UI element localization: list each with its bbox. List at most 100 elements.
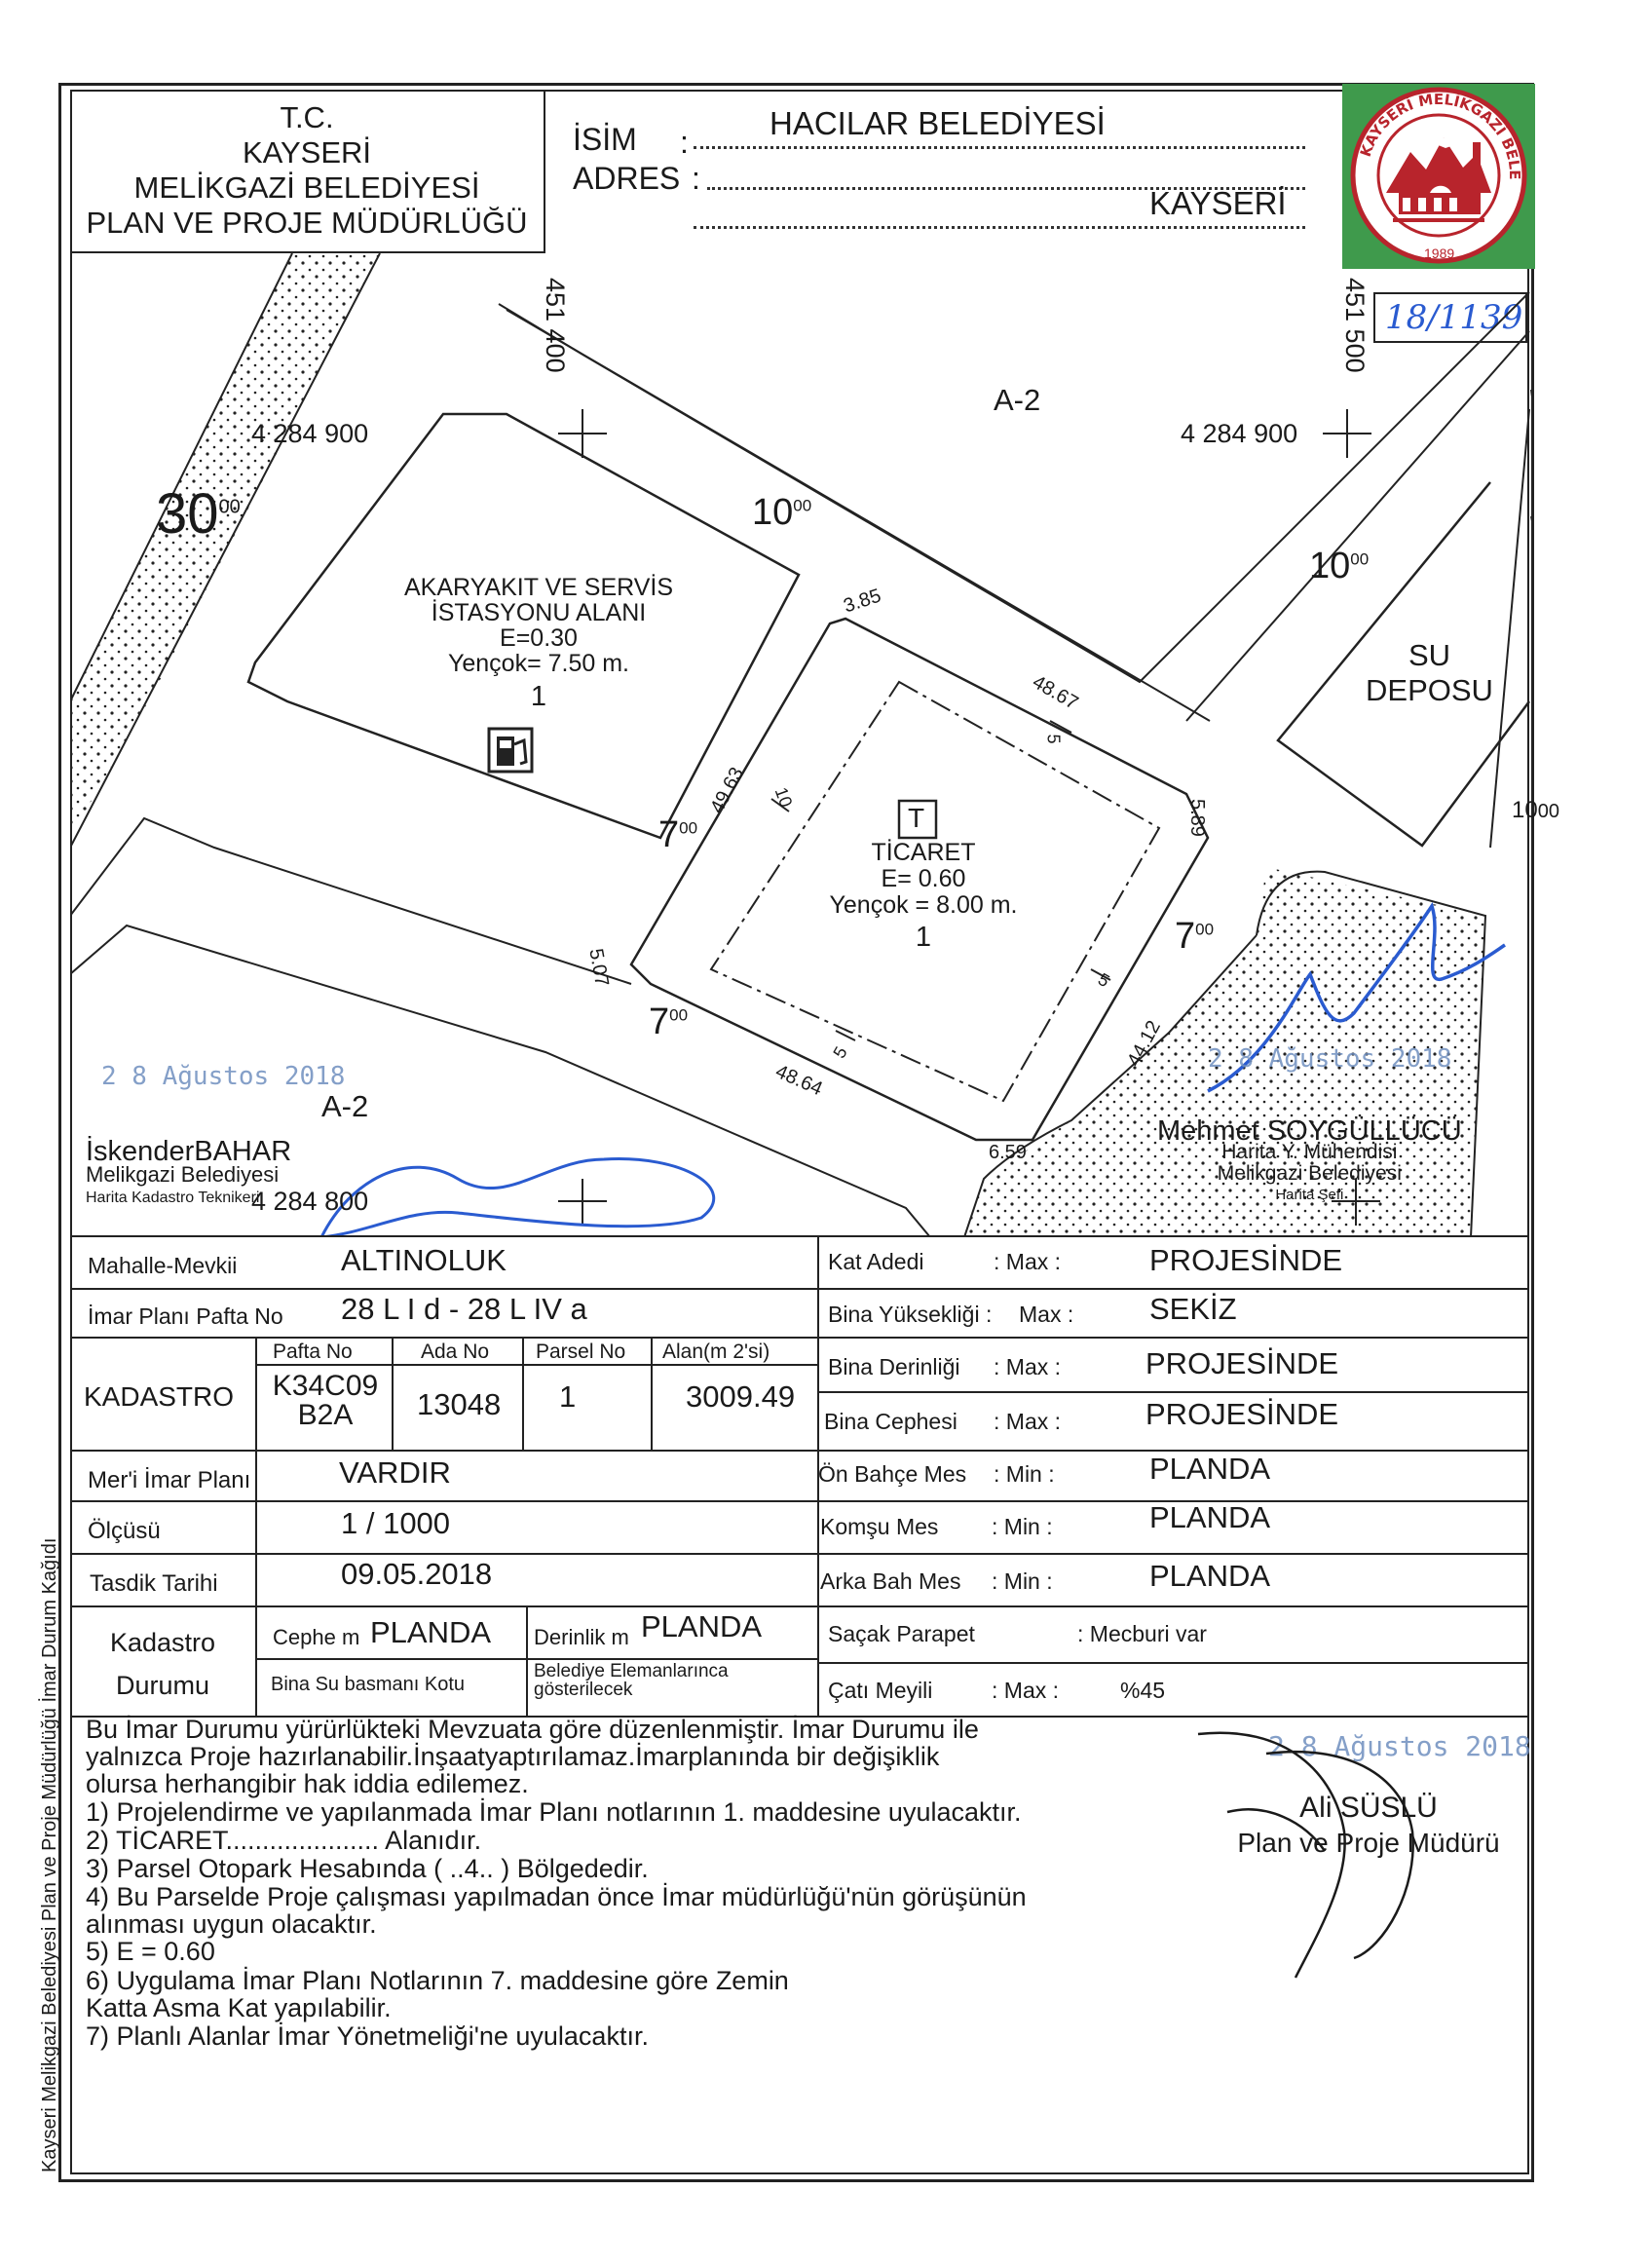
komsu-label: Komşu Mes	[820, 1514, 939, 1539]
arka-bahce-label: Arka Bah Mes	[820, 1568, 961, 1594]
cati-label: Çatı Meyili	[828, 1678, 933, 1703]
kat-adedi-qual: : Max :	[994, 1249, 1062, 1274]
pafta-label: İmar Planı Pafta No	[88, 1303, 283, 1329]
meri-value: VARDIR	[339, 1455, 451, 1490]
col-parsel: Parsel No	[536, 1341, 626, 1363]
note-line: 6) Uygulama İmar Planı Notlarının 7. mad…	[86, 1966, 789, 1995]
sacak-qual: : Mecburi var	[1077, 1621, 1207, 1646]
reference-number: 18/1139	[1385, 298, 1523, 337]
right-signer-title: Harita Y. Mühendisi	[1221, 1141, 1398, 1163]
ticaret-parcel-no: 1	[915, 922, 932, 953]
coord-right-4284900: 4 284 900	[1181, 419, 1298, 448]
isim-value: HACILAR BELEDİYESİ	[770, 105, 1106, 141]
kat-adedi-label: Kat Adedi	[828, 1249, 924, 1274]
coord-451500: 451 500	[1340, 278, 1370, 373]
mahalle-value: ALTINOLUK	[341, 1243, 507, 1277]
bina-derinligi-qual: : Max :	[994, 1354, 1062, 1379]
bina-cephesi-label: Bina Cephesi	[824, 1409, 957, 1434]
mahalle-label: Mahalle-Mevkii	[88, 1253, 238, 1278]
note-line: 1) Projelendirme ve yapılanmada İmar Pla…	[86, 1797, 1022, 1827]
kad-durum-1: Kadastro	[109, 1628, 216, 1657]
road-width-10a: 1000	[752, 492, 812, 533]
municipality-seal: KAYSERİ MELİKGAZİ BELEDİYESİ 1989	[1336, 69, 1535, 269]
note-line: Bu İmar Durumu yürürlükteki Mevzuata gör…	[86, 1715, 979, 1744]
ticaret-label: TİCARET E= 0.60 Yençok = 8.00 m. 1	[787, 840, 1060, 953]
road-width-7c: 700	[649, 1001, 689, 1042]
date-stamp-left: 2 8 Ağustos 2018	[101, 1062, 346, 1091]
bina-derinligi-value: PROJESİNDE	[1145, 1346, 1339, 1380]
bel-line-1: Belediye Elemanlarınca	[534, 1661, 729, 1681]
sacak-label: Saçak Parapet	[828, 1621, 975, 1646]
coord-left-4284900: 4 284 900	[251, 419, 369, 448]
left-signature	[319, 1157, 716, 1239]
org-line: PLAN VE PROJE MÜDÜRLÜĞÜ	[86, 206, 528, 240]
right-signer-name: Mehmet SOYGÜLLÜCÜ	[1157, 1115, 1462, 1147]
road-30-hatch	[70, 253, 380, 838]
komsu-value: PLANDA	[1149, 1500, 1271, 1534]
fuel-pump-icon	[487, 727, 534, 774]
bina-yuksekligi-qual: Max :	[1019, 1302, 1074, 1327]
adres-value: KAYSERİ	[1149, 185, 1287, 221]
su-deposu-parcel	[1276, 481, 1531, 848]
subasman-label: Bina Su basmanı Kotu	[271, 1674, 466, 1695]
col-alan: Alan(m 2'si)	[662, 1341, 770, 1363]
road-width-7b: 700	[1175, 916, 1215, 957]
dim-6-59: 6.59	[989, 1142, 1027, 1163]
fuel-line: E=0.30	[500, 624, 578, 652]
seal-year: 1989	[1424, 245, 1455, 261]
left-signer-name: İskenderBAHAR	[86, 1136, 292, 1167]
page-frame-inner	[70, 90, 1529, 2174]
zoning-table	[70, 1235, 1529, 1718]
fuel-line: İSTASYONU ALANI	[431, 599, 647, 626]
kad-durum-2: Durumu	[115, 1671, 210, 1700]
note-line: alınması uygun olacaktır.	[86, 1909, 377, 1939]
date-stamp-mid: 2 8 Ağustos 2018	[1208, 1044, 1452, 1074]
right-signer-role: Harita Şefi	[1275, 1187, 1344, 1203]
fuel-parcel-no: 1	[530, 681, 547, 712]
bina-derinligi-label: Bina Derinliği	[828, 1354, 960, 1379]
page-frame-outer	[58, 83, 1534, 2182]
col-pafta: Pafta No	[273, 1341, 353, 1363]
header-organization: T.C. KAYSERİ MELİKGAZİ BELEDİYESİ PLAN V…	[70, 90, 545, 253]
right-signer: Mehmet SOYGÜLLÜCÜ Harita Y. Mühendisi Me…	[1157, 1115, 1462, 1206]
arka-bahce-qual: : Min :	[992, 1568, 1053, 1594]
org-line: MELİKGAZİ BELEDİYESİ	[133, 170, 480, 205]
note-line: 7) Planlı Alanlar İmar Yönetmeliği'ne uy…	[86, 2021, 649, 2051]
side-caption: Kayseri Melikgazi Belediyesi Plan ve Pro…	[39, 1537, 60, 2172]
bel-line-2: gösterilecek	[534, 1680, 633, 1700]
isim-colon: :	[680, 125, 689, 160]
left-signer: İskenderBAHAR Melikgazi Belediyesi Harit…	[86, 1136, 292, 1210]
adres-dotline-2	[694, 226, 1305, 229]
komsu-qual: : Min :	[992, 1514, 1053, 1539]
val-parsel: 1	[559, 1379, 577, 1414]
val-alan: 3009.49	[686, 1379, 796, 1414]
col-ada: Ada No	[421, 1341, 490, 1363]
fuel-station-parcel	[246, 412, 801, 840]
plan-map-svg	[69, 252, 1546, 1239]
on-bahce-qual: : Min :	[994, 1461, 1055, 1487]
ticaret-line: Yençok = 8.00 m.	[829, 891, 1018, 919]
derinlik-label: Derinlik m	[534, 1625, 629, 1649]
dim-5-89: 5.89	[1186, 799, 1208, 837]
note-line: yalnızca Proje hazırlanabilir.İnşaatyapt…	[86, 1742, 940, 1771]
org-line: T.C.	[280, 100, 334, 134]
coord-bottom-4284800: 4 284 800	[251, 1187, 369, 1216]
meri-label: Mer'i İmar Planı	[88, 1467, 251, 1493]
road-width-10c: 1000	[1512, 797, 1559, 823]
director-block: Ali SÜSLÜ Plan ve Proje Müdürü	[1208, 1791, 1529, 1861]
zone-label-left: A-2	[321, 1089, 369, 1123]
fuel-station-label: AKARYAKIT VE SERVİS İSTASYONU ALANI E=0.…	[378, 575, 699, 712]
kadastro-label: KADASTRO	[84, 1381, 235, 1412]
director-title: Plan ve Proje Müdürü	[1237, 1828, 1500, 1858]
zone-label-top: A-2	[994, 383, 1041, 417]
right-signature	[1207, 902, 1506, 1093]
road-width-10b: 1000	[1309, 546, 1370, 586]
coord-451400: 451 400	[541, 278, 570, 373]
su-line: SU	[1408, 638, 1451, 672]
cati-qual: : Max :	[992, 1678, 1060, 1703]
cati-value: %45	[1120, 1678, 1166, 1703]
olcu-label: Ölçüsü	[88, 1518, 161, 1544]
val-ada: 13048	[417, 1387, 502, 1421]
kadastro-durumu-label: Kadastro Durumu	[90, 1621, 236, 1707]
val-pafta: K34C09 B2A	[261, 1372, 390, 1430]
